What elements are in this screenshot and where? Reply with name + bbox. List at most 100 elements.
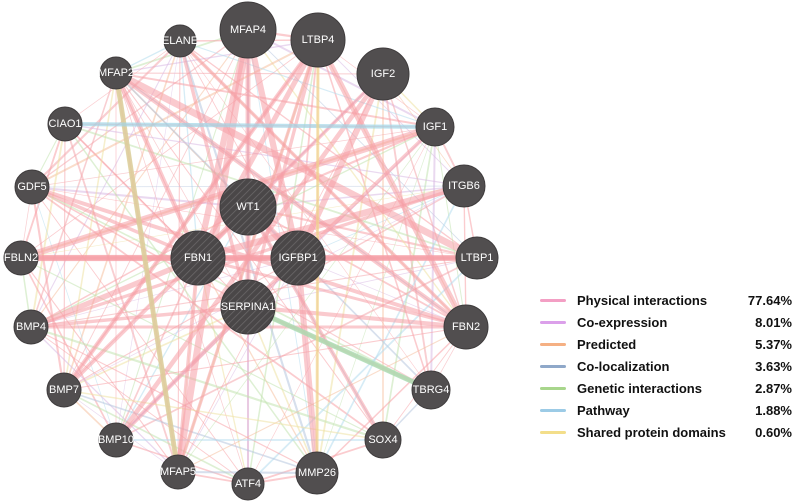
gene-label: MFAP4 [230,24,266,36]
gene-node-itgb6[interactable]: ITGB6 [442,164,486,208]
gene-label: BMP4 [16,321,46,333]
edge-bmp7-sox4 [63,389,384,441]
edge-itgb6-bmp4 [29,184,466,329]
gene-node-circle [231,467,265,501]
legend-percent: 3.63% [755,358,792,374]
legend-swatch [540,408,566,412]
edge-bmp7-atf4 [63,389,249,485]
gene-node-mfap5[interactable]: MFAP5 [160,454,196,490]
gene-node-bmp10[interactable]: BMP10 [98,422,134,458]
edge-gdf5-bmp7 [30,185,66,392]
edge-serpina1-fbn2 [245,304,469,330]
edge-ltbp4-bmp7 [61,37,321,393]
gene-node-circle [270,230,326,286]
legend-label: Shared protein domains [577,424,726,440]
gene-node-ltbp1[interactable]: LTBP1 [455,236,499,280]
edge-ltbp1-bmp10 [115,257,478,441]
gene-node-mmp26[interactable]: MMP26 [295,451,339,495]
legend-label: Predicted [577,336,637,352]
gene-label: FBLN2 [4,252,38,264]
gene-node-circle [415,107,455,147]
legend-row-co-expression: Co-expression 8.01% [540,311,792,333]
edge-serpina1-mfap2 [115,72,249,308]
edge-bmp4-mfap5 [30,326,179,473]
gene-node-ltbp4[interactable]: LTBP4 [290,12,346,68]
interaction-edges [17,26,481,486]
gene-label: IGFBP1 [278,252,317,264]
gene-node-serpina1[interactable]: SERPINA1 [220,279,276,335]
gene-node-wt1[interactable]: WT1 [219,178,277,236]
gene-node-ciao1[interactable]: CIAO1 [47,106,83,142]
legend-label: Pathway [577,402,630,418]
gene-node-bmp7[interactable]: BMP7 [46,372,82,408]
gene-node-circle [364,421,402,459]
gene-node-elane[interactable]: ELANE [162,24,198,58]
legend-label: Co-localization [577,358,670,374]
gene-node-mfap4[interactable]: MFAP4 [219,1,277,59]
gene-label: SOX4 [368,434,397,446]
gene-node-circle [47,106,83,142]
legend-percent: 77.64% [747,292,792,308]
gene-label: ATF4 [235,478,261,490]
legend-percent: 0.60% [755,424,792,440]
edge-serpina1-elane [178,39,250,309]
edge-igfbp1-mmp26 [294,254,321,477]
gene-node-bmp4[interactable]: BMP4 [13,309,49,345]
edge-mfap4-ltbp1 [247,29,478,259]
gene-label: WT1 [236,201,259,213]
legend-percent: 5.37% [755,336,792,352]
gene-label: MFAP2 [98,67,134,79]
gene-label: SERPINA1 [221,301,275,313]
gene-label: BMP10 [98,434,134,446]
edge-mfap4-gdf5 [31,29,249,188]
gene-node-circle [99,56,133,90]
gene-label: IGF2 [371,68,395,80]
gene-node-circle [442,164,486,208]
gene-node-mfap2[interactable]: MFAP2 [98,56,134,90]
gene-node-circle [160,454,196,490]
gene-node-fbn1[interactable]: FBN1 [170,230,226,286]
legend-label: Genetic interactions [577,380,702,396]
edge-gdf5-atf4 [31,186,249,485]
gene-node-circle [443,304,489,350]
gene-node-atf4[interactable]: ATF4 [231,467,265,501]
edge-mfap2-mfap5 [113,70,181,475]
gene-node-igf2[interactable]: IGF2 [356,47,410,101]
gene-node-fbn2[interactable]: FBN2 [443,304,489,350]
gene-label: FBN1 [184,252,212,264]
gene-node-circle [14,169,50,205]
legend-percent: 8.01% [755,314,792,330]
gene-node-igfbp1[interactable]: IGFBP1 [270,230,326,286]
edge-ltbp4-fbln2 [20,39,319,259]
edge-elane-bmp4 [30,40,181,328]
edge-mfap4-igfbp1 [244,26,302,262]
gene-node-gdf5[interactable]: GDF5 [14,169,50,205]
gene-node-circle [46,372,82,408]
edge-ltbp4-itgb6 [317,39,465,187]
gene-node-sox4[interactable]: SOX4 [364,421,402,459]
gene-node-tbrg4[interactable]: TBRG4 [411,370,451,410]
edge-serpina1-tbrg4 [245,304,434,393]
edge-wt1-sox4 [246,205,385,442]
gene-node-circle [219,178,277,236]
edge-fbn1-itgb6 [194,182,468,262]
gene-node-igf1[interactable]: IGF1 [415,107,455,147]
gene-node-fbln2[interactable]: FBLN2 [3,240,39,276]
edge-igfbp1-itgb6 [297,185,465,259]
gene-node-circle [220,279,276,335]
legend-label: Physical interactions [577,292,708,308]
gene-label: MMP26 [298,467,336,479]
gene-node-circle [356,47,410,101]
legend-row-co-localization: Co-localization 3.63% [540,355,792,377]
edge-igf2-mmp26 [316,73,384,474]
gene-label: MFAP5 [160,466,196,478]
gene-label: FBN2 [452,321,480,333]
gene-label: ITGB6 [448,180,480,192]
gene-label: LTBP4 [302,34,335,46]
gene-node-circle [13,309,49,345]
legend-swatch [540,364,566,368]
legend: Physical interactions 77.64% Co-expressi… [540,289,792,443]
edge-fbn2-mmp26 [316,326,467,474]
edge-serpina1-ltbp1 [247,257,478,308]
edge-igf1-fbn2 [434,126,467,328]
